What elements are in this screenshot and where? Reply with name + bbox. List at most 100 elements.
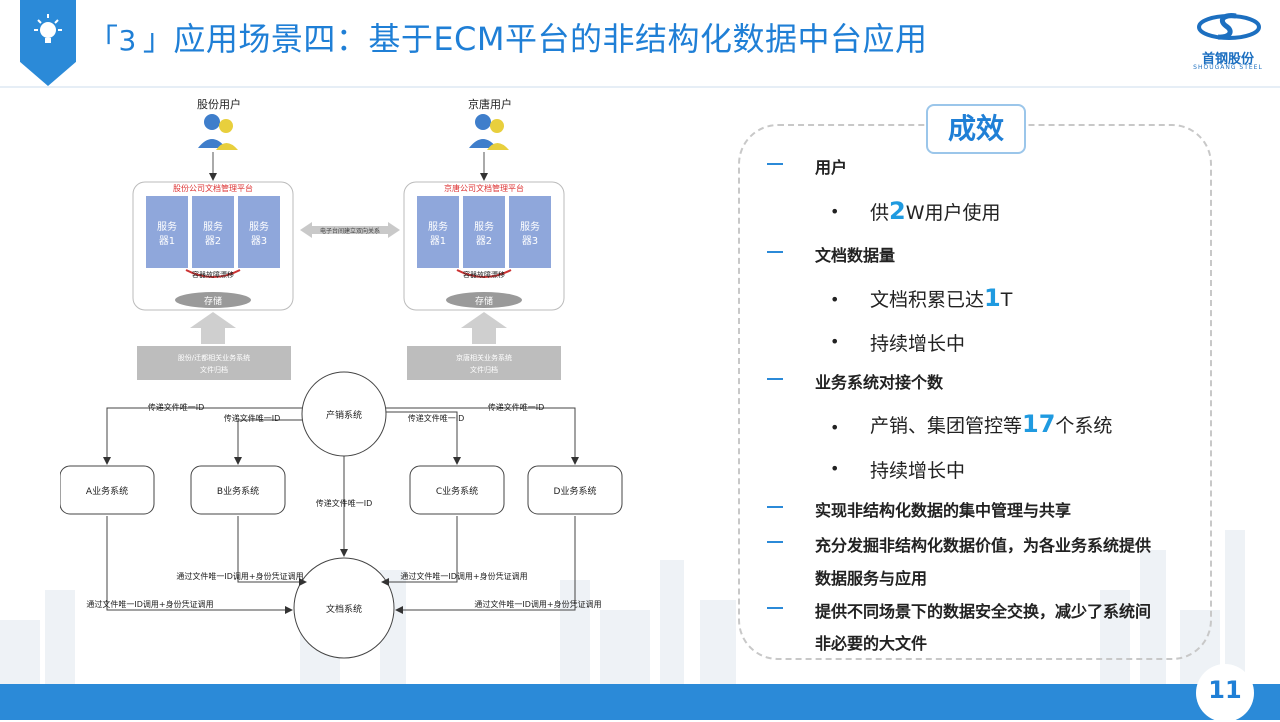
system-a-box: [60, 465, 155, 515]
server-right-3-label: 服务: [520, 220, 540, 233]
system-c-label: C业务系统: [436, 485, 478, 497]
logo-text-en: SHOUGANG STEEL: [1193, 64, 1263, 71]
sub-text: W用户使用: [905, 202, 1001, 224]
user-right-icon: [469, 114, 509, 150]
source-right-box: [407, 346, 561, 380]
platform-right-label: 京唐公司文档管理平台: [444, 183, 524, 193]
source-right-label-2: 文件归档: [470, 365, 498, 374]
server-right-1-label: 服务: [428, 220, 448, 233]
highlight-number: 1: [984, 284, 1001, 312]
sub-text: T: [1000, 289, 1013, 311]
server-left-1-label: 服务: [157, 220, 177, 233]
architecture-diagram: 股份用户 京唐用户 股份公司文档管理平台 服务 器1 服务 器2 服务 器3 容…: [60, 97, 623, 659]
server-left-3-label-2: 器3: [251, 235, 267, 247]
item-users: 用户: [815, 158, 848, 177]
list-dash: [767, 163, 783, 165]
server-left-3: [238, 196, 280, 268]
title-number-bracket-close: 」: [142, 23, 174, 58]
sub-text: 供: [870, 202, 890, 224]
failover-right-label: 容器故障漂移: [463, 270, 505, 279]
highlight-number: 17: [1022, 410, 1056, 438]
list-dash: [767, 378, 783, 380]
system-d-box: [527, 465, 623, 515]
item-doc-volume: 文档数据量: [815, 246, 896, 265]
source-right-label-1: 京唐相关业务系统: [456, 353, 512, 362]
sub-system-count: 产销、集团管控等17个系统: [870, 410, 1112, 438]
storage-right-label: 存储: [475, 295, 493, 307]
source-left-label-2: 文件归档: [200, 365, 228, 374]
server-right-2-label: 服务: [474, 220, 494, 233]
server-right-1-label-2: 器1: [430, 235, 446, 247]
failover-left-label: 容器故障漂移: [192, 270, 234, 279]
call-label-a: 通过文件唯一ID调用+身份凭证调用: [86, 599, 213, 609]
server-right-2-label-2: 器2: [476, 235, 492, 247]
shougang-logo-icon: [1197, 13, 1261, 40]
sub-text: 产销、集团管控等: [870, 415, 1023, 437]
pass-id-label-center: 传递文件唯一ID: [316, 498, 373, 508]
failover-arc-right: [456, 269, 512, 278]
sub-doc-volume: 文档积累已达1T: [870, 284, 1012, 312]
platform-left-label: 股份公司文档管理平台: [173, 183, 253, 193]
sub-bullet: •: [830, 332, 840, 351]
user-left-label: 股份用户: [197, 97, 241, 111]
center-top-label: 产销系统: [326, 409, 362, 421]
item-value-line2: 数据服务与应用: [815, 569, 928, 588]
results-panel-title: 成效: [926, 104, 1026, 154]
storage-left-label: 存储: [204, 295, 222, 307]
section-number: 3: [118, 24, 137, 57]
system-c-box: [409, 465, 505, 515]
sub-growing-1: 持续增长中: [870, 333, 966, 355]
item-security-line2: 非必要的大文件: [815, 634, 928, 653]
sub-text: 个系统: [1055, 415, 1113, 437]
call-label-c: 通过文件唯一ID调用+身份凭证调用: [400, 571, 527, 581]
system-d-label: D业务系统: [554, 485, 597, 497]
list-dash: [767, 607, 783, 609]
pass-id-label-b: 传递文件唯一ID: [224, 413, 281, 423]
storage-left: [175, 292, 251, 308]
pass-id-label-a: 传递文件唯一ID: [148, 402, 205, 412]
header-divider: [0, 86, 1280, 88]
page-number: 11: [1208, 676, 1242, 704]
list-dash: [767, 251, 783, 253]
list-dash: [767, 541, 783, 543]
footer-bar: [0, 684, 1280, 720]
server-right-3-label-2: 器3: [522, 235, 538, 247]
logo-text-cn: 首钢股份: [1201, 52, 1254, 67]
failover-arc-left: [185, 269, 241, 278]
user-left-icon: [198, 114, 238, 150]
sub-bullet: •: [830, 418, 840, 437]
server-right-2: [463, 196, 505, 268]
source-left-box: [137, 346, 291, 380]
server-right-3: [509, 196, 551, 268]
server-right-1: [417, 196, 459, 268]
item-security-line1: 提供不同场景下的数据安全交换，减少了系统间: [815, 602, 1152, 621]
system-b-label: B业务系统: [217, 485, 259, 497]
header-bulb-badge: [20, 0, 76, 86]
system-a-label: A业务系统: [86, 485, 128, 497]
pass-id-label-c: 传递文件唯一ID: [408, 413, 465, 423]
source-left-label-1: 股份/迁都相关业务系统: [178, 353, 250, 362]
upload-arrow-right: [461, 312, 507, 344]
bidirectional-link-label: 电子台间建立双向关系: [320, 227, 380, 235]
page-title: 「3」应用场景四：基于ECM平台的非结构化数据中台应用: [88, 14, 928, 60]
call-label-b: 通过文件唯一ID调用+身份凭证调用: [176, 571, 303, 581]
title-text: 应用场景四：基于ECM平台的非结构化数据中台应用: [173, 20, 928, 58]
server-left-2-label: 服务: [203, 220, 223, 233]
upload-arrow-left: [190, 312, 236, 344]
item-centralized: 实现非结构化数据的集中管理与共享: [815, 501, 1072, 520]
list-dash: [767, 506, 783, 508]
sub-bullet: •: [830, 290, 840, 309]
storage-right: [446, 292, 522, 308]
bidirectional-link-arrow: [300, 222, 400, 238]
center-bottom-label: 文档系统: [326, 603, 362, 615]
highlight-number: 2: [889, 197, 906, 225]
page-number-circle: [1196, 664, 1254, 722]
user-right-label: 京唐用户: [468, 97, 512, 111]
system-b-box: [190, 465, 286, 515]
lightbulb-icon: [34, 14, 62, 43]
server-left-1: [146, 196, 188, 268]
center-bottom-circle: [293, 557, 395, 659]
sub-text: 文档积累已达: [870, 289, 985, 311]
server-left-2-label-2: 器2: [205, 235, 221, 247]
sub-users-count: 供2W用户使用: [870, 197, 1001, 225]
